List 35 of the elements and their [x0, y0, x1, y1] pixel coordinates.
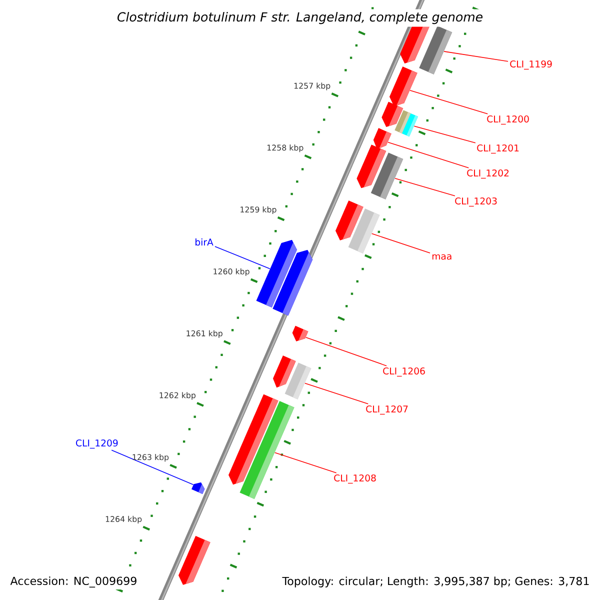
gene-label: CLI_1206 [383, 367, 425, 377]
title: Clostridium botulinum F str. Langeland, complete genome [114, 9, 486, 27]
leader-line [304, 382, 369, 404]
gene-bar [240, 400, 294, 500]
leader-line [305, 337, 387, 366]
gene-bar [370, 152, 404, 200]
gene-label: CLI_1199 [510, 60, 552, 70]
leader-line [111, 450, 194, 485]
leader-line [414, 126, 476, 144]
accession-text: Accession: NC_009699 [8, 574, 140, 590]
gene-feature [256, 240, 297, 308]
gene-label: CLI_1201 [477, 144, 519, 154]
gene-label: CLI_1203 [455, 197, 497, 207]
gene-bar [419, 26, 452, 74]
leader-line [214, 246, 270, 270]
leader-line [444, 51, 508, 62]
gene-feature [292, 326, 308, 342]
gene-label: CLI_1207 [366, 405, 408, 415]
gene-label: birA [196, 238, 214, 246]
gene-label: CLI_1200 [487, 115, 529, 125]
gene-label: CLI_1208 [334, 474, 376, 484]
gene-label: CLI_1202 [467, 169, 509, 179]
gene-bar [348, 208, 380, 254]
gene-bar [402, 113, 418, 137]
leader-line [410, 90, 488, 114]
gene-label: CLI_1209 [76, 439, 118, 449]
leader-line [371, 233, 430, 254]
gene-feature [373, 128, 392, 150]
summary-text: Topology: circular; Length: 3,995,387 bp; Genes: 3,781 [280, 574, 592, 590]
gene-bar [284, 362, 312, 400]
leader-line [388, 142, 470, 168]
leader-line [394, 178, 456, 196]
gene-feature [192, 482, 205, 494]
leader-line [274, 452, 337, 474]
gene-label: maa [432, 254, 452, 260]
